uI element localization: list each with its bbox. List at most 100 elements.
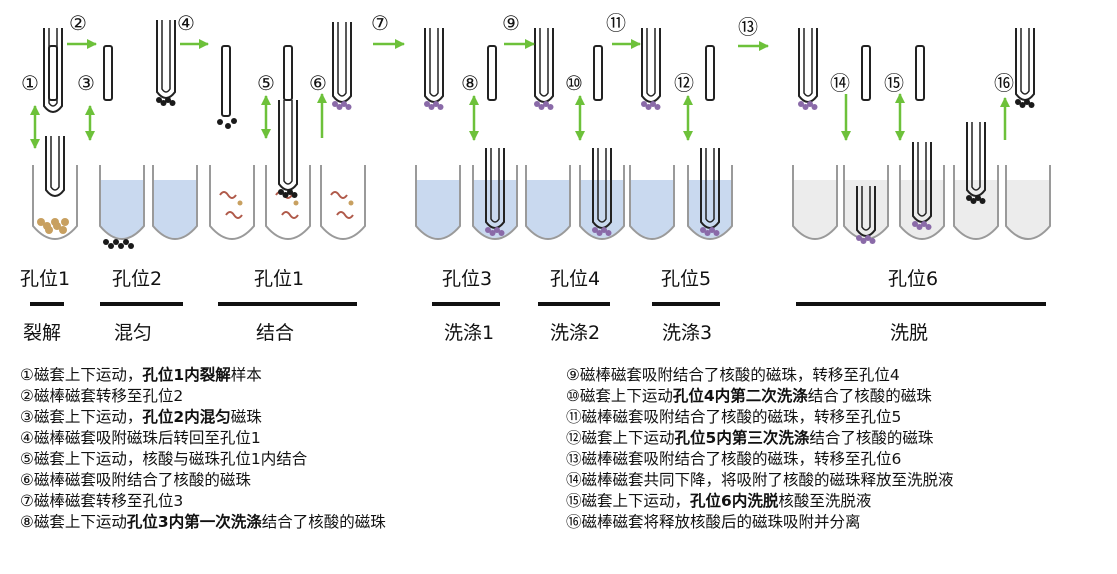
buffer-liquid [1007, 180, 1049, 238]
magnetic-sleeve [856, 186, 876, 244]
magnetic-rod [221, 45, 231, 117]
tube-wall [579, 165, 625, 240]
magnetic-rod [861, 45, 871, 101]
step-marker: ① [21, 71, 39, 95]
step-item: ⑭磁棒磁套共同下降，将吸附了核酸的磁珠释放至洗脱液 [566, 471, 954, 489]
well-label: 孔位2 [112, 268, 163, 290]
bead [1015, 99, 1021, 105]
bead [811, 104, 818, 110]
well-label: 孔位6 [888, 268, 939, 290]
well-label: 孔位4 [550, 268, 601, 290]
sleeve-inner [337, 22, 347, 97]
tube-wall [320, 165, 366, 240]
sleeve-outer [43, 28, 63, 113]
step-item: ⑧磁套上下运动孔位3内第一次洗涤结合了核酸的磁珠 [20, 513, 386, 531]
stage-label: 洗涤3 [662, 322, 713, 344]
tube [579, 165, 625, 240]
step-item: ⑫磁套上下运动孔位5内第三次洗涤结合了核酸的磁珠 [566, 429, 934, 447]
bead [925, 224, 932, 230]
magnetic-rod [48, 45, 58, 101]
sleeve-inner [539, 28, 549, 97]
step-marker: ⑤ [257, 71, 275, 95]
bead [921, 221, 927, 227]
step-item: ⑤磁套上下运动，核酸与磁珠孔位1内结合 [20, 450, 308, 468]
bead [916, 224, 923, 230]
step-item: ⑯磁棒磁套将释放核酸后的磁珠吸附并分离 [566, 513, 861, 531]
bead [433, 101, 439, 107]
sleeve-outer [424, 28, 444, 103]
tube-wall [265, 165, 311, 240]
magnetic-sleeve [156, 20, 176, 106]
tube-wall [629, 165, 675, 240]
tube-wall [1005, 165, 1051, 240]
bead [291, 192, 298, 198]
step-item: ⑮磁套上下运动，孔位6内洗脱核酸至洗脱液 [566, 492, 872, 510]
tube [415, 165, 461, 240]
sample-particle [61, 218, 69, 226]
tube [99, 165, 145, 240]
bead [650, 101, 656, 107]
sleeve-inner [971, 122, 981, 191]
bead [856, 235, 862, 241]
bead [287, 189, 293, 195]
tube [525, 165, 571, 240]
bead [798, 101, 804, 107]
magnetic-sleeve [912, 142, 932, 230]
step-marker: ⑪ [606, 11, 626, 35]
magnetic-sleeve [45, 136, 65, 197]
tube-wall [472, 165, 518, 240]
bead [802, 104, 809, 110]
buffer-liquid [527, 180, 569, 238]
tube [152, 165, 198, 240]
well-underline [432, 302, 500, 306]
bead [869, 238, 876, 244]
bead [979, 198, 986, 204]
well-label: 孔位5 [661, 268, 712, 290]
sleeve-inner [597, 148, 607, 223]
well-label: 孔位3 [442, 268, 493, 290]
buffer-liquid [474, 180, 516, 238]
bead [1028, 102, 1035, 108]
sleeve-inner [803, 28, 813, 97]
bead [113, 239, 119, 245]
well-underline [30, 302, 64, 306]
step-marker: ⑧ [461, 71, 479, 95]
bead [601, 227, 607, 233]
dna-strand [281, 211, 299, 219]
sleeve-inner [48, 28, 58, 107]
step-item: ⑦磁棒磁套转移至孔位3 [20, 492, 184, 510]
magnetic-sleeve [332, 22, 352, 110]
bead [156, 97, 162, 103]
well-underline [796, 302, 1046, 306]
bead [709, 227, 715, 233]
bead [498, 230, 505, 236]
step-marker: ⑭ [830, 71, 850, 95]
sleeve-outer [45, 136, 65, 197]
magnetic-sleeve [966, 122, 986, 204]
bead [975, 195, 981, 201]
well-label: 孔位1 [20, 268, 71, 290]
well-underline [538, 302, 610, 306]
tube-wall [792, 165, 838, 240]
sleeve-outer [156, 20, 176, 99]
tube [687, 165, 733, 240]
sleeve-inner [1020, 28, 1030, 95]
sleeve-inner [705, 148, 715, 223]
bead [596, 230, 603, 236]
bead [428, 104, 435, 110]
tube [899, 165, 945, 240]
bead [641, 101, 647, 107]
stage-label: 裂解 [23, 322, 62, 344]
bead [217, 119, 223, 125]
step-marker: ⑬ [738, 15, 758, 39]
bead [485, 227, 491, 233]
sample-particle [59, 226, 67, 234]
buffer-liquid [581, 180, 623, 238]
magnetic-sleeve [485, 148, 505, 236]
bead [543, 101, 549, 107]
dna-strand [330, 191, 348, 199]
step-marker: ③ [77, 71, 95, 95]
bead [108, 243, 114, 249]
tube-wall [687, 165, 733, 240]
sample-particle [53, 222, 61, 230]
